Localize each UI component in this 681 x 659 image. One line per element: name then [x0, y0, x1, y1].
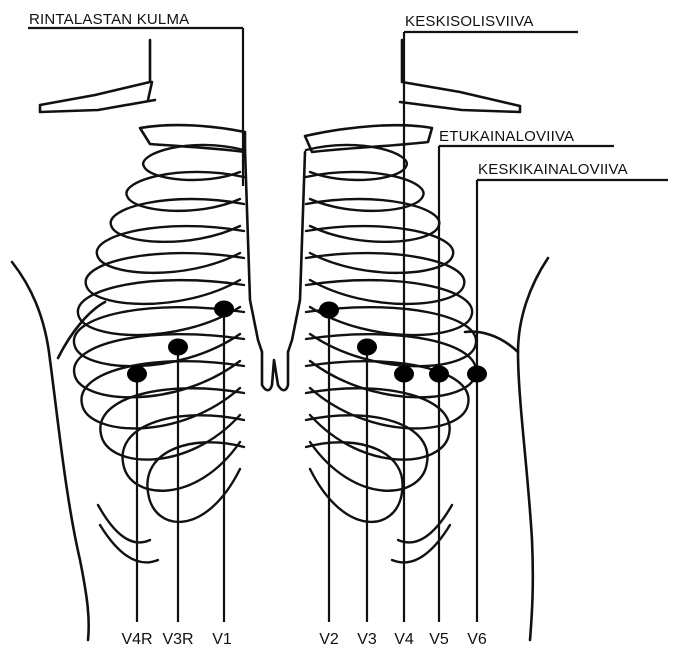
shoulders [40, 40, 520, 112]
lead-label-v3r: V3R [162, 631, 193, 648]
lead-label-v5: V5 [429, 631, 449, 648]
electrode-v3r [168, 339, 188, 356]
lead-label-v2: V2 [319, 631, 339, 648]
mid-axillary-label: KESKIKAINALOVIIVA [478, 161, 628, 178]
electrode-v3 [357, 339, 377, 356]
rib-cage [74, 145, 476, 563]
electrode-v5 [429, 366, 449, 383]
electrode-v4 [394, 366, 414, 383]
lead-labels: V4R V3R V1 V2 V3 V4 V5 V6 [121, 631, 486, 648]
lead-label-v4: V4 [394, 631, 414, 648]
reference-lines [28, 28, 668, 374]
lead-label-v6: V6 [467, 631, 487, 648]
midclavicular-label: KESKISOLISVIIVA [405, 13, 534, 30]
floating-rib [98, 505, 150, 542]
rib-left [74, 334, 244, 397]
floating-rib [392, 525, 450, 562]
sternal-angle-label: RINTALASTAN KULMA [29, 11, 189, 28]
rib-right [306, 334, 476, 397]
rib-left [126, 172, 244, 211]
anterior-axillary-label: ETUKAINALOVIIVA [439, 128, 574, 145]
electrode-v1 [214, 301, 234, 318]
electrode-v6 [467, 366, 487, 383]
lead-label-v1: V1 [212, 631, 232, 648]
annotation-labels: RINTALASTAN KULMA KESKISOLISVIIVA ETUKAI… [29, 11, 628, 178]
torso-sides [12, 258, 548, 640]
lead-label-v4r: V4R [121, 631, 152, 648]
floating-rib [100, 525, 158, 562]
rib-right [306, 172, 424, 211]
floating-rib [398, 505, 452, 542]
lead-label-v3: V3 [357, 631, 377, 648]
electrode-v2 [319, 302, 339, 319]
sternum [245, 150, 305, 390]
clavicles [140, 125, 432, 152]
electrode-v4r [127, 366, 147, 383]
